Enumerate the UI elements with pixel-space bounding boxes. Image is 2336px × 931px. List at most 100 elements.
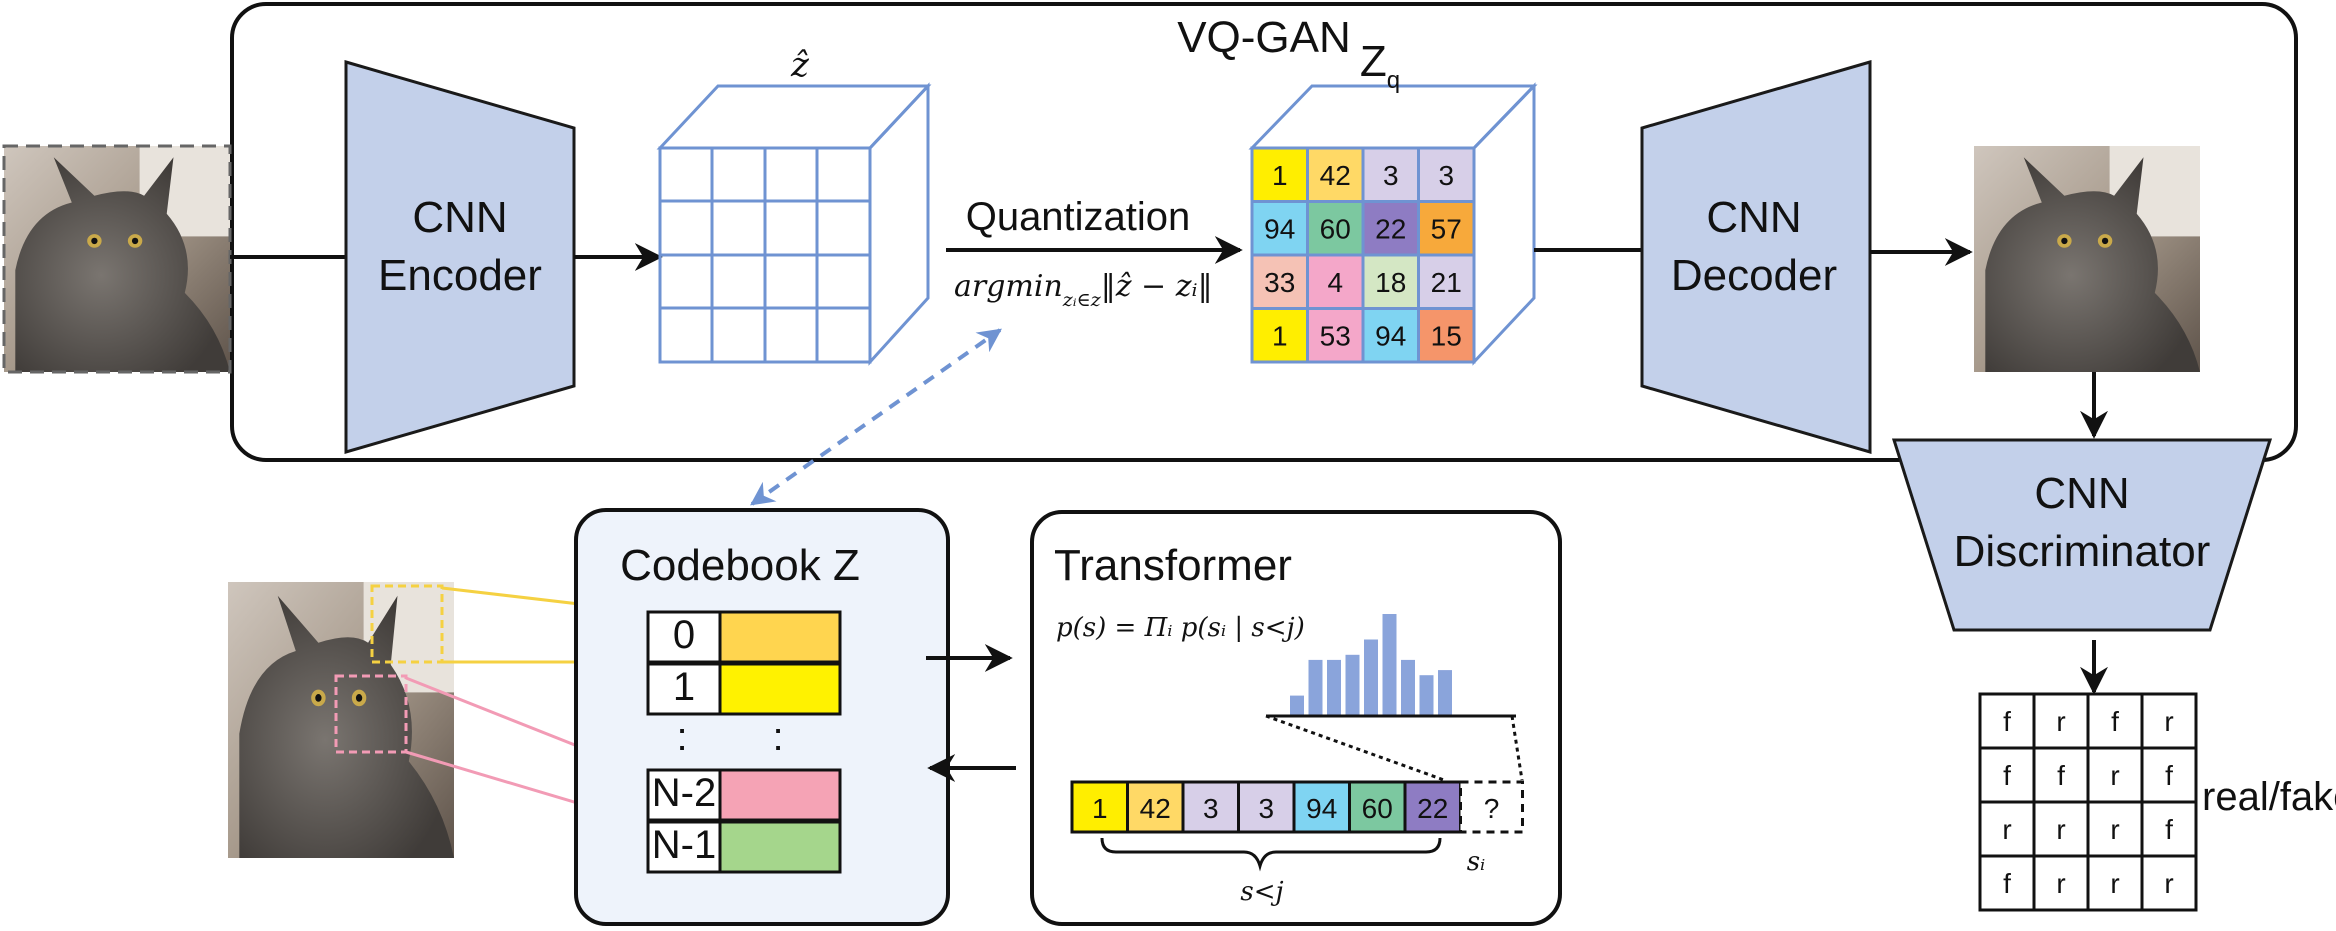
real-fake-cell-value: f — [2003, 706, 2011, 737]
zhat-cube — [656, 82, 932, 366]
zq-cell-value: 94 — [1264, 213, 1295, 244]
zq-cell-value: 53 — [1320, 320, 1351, 351]
real-fake-cell-value: r — [2002, 814, 2011, 845]
discriminator-label-2: Discriminator — [1954, 527, 2211, 576]
codebook-index: N-1 — [652, 823, 716, 867]
yellow-patch — [370, 584, 444, 664]
transformer-formula: p(s) = Πᵢ p(sᵢ | s<j) — [1056, 613, 1305, 643]
unknown-token-label: ? — [1484, 793, 1500, 824]
zq-cell-value: 21 — [1431, 267, 1462, 298]
real-fake-cell — [2086, 692, 2144, 750]
sequence-token — [1126, 780, 1185, 834]
real-fake-cell — [1978, 692, 2036, 750]
codebook-index: N-2 — [652, 771, 716, 815]
cnn-decoder: CNN Decoder — [1640, 60, 1872, 454]
decoder-label-2: Decoder — [1671, 251, 1837, 300]
input-image — [2, 144, 232, 374]
zhat-label: ẑ — [790, 45, 810, 85]
histogram-zoom-right — [1510, 715, 1524, 781]
zq-label: Zq — [1360, 37, 1400, 94]
vqgan-container — [230, 2, 2298, 462]
output-image — [1974, 146, 2200, 372]
zq-cell-value: 1 — [1272, 160, 1288, 191]
codebook-ellipsis-2: : — [772, 715, 783, 759]
zq-cell — [1361, 253, 1420, 310]
sequence-token — [1403, 780, 1462, 834]
cnn-encoder: CNN Encoder — [344, 60, 576, 454]
pink-patch — [334, 674, 408, 754]
unknown-token — [1459, 780, 1524, 834]
zq-cell-value: 3 — [1383, 160, 1399, 191]
codebook-vector — [718, 610, 842, 664]
real-fake-label: real/fake — [2202, 775, 2336, 819]
decoder-label-1: CNN — [1706, 193, 1801, 242]
real-fake-cell-value: r — [2056, 868, 2065, 899]
real-fake-cell-value: f — [2003, 868, 2011, 899]
zq-cell-value: 18 — [1375, 267, 1406, 298]
quantization-label: Quantization — [966, 195, 1191, 239]
histogram-bar — [1382, 614, 1397, 716]
transformer-title: Transformer — [1054, 541, 1292, 590]
sequence-token-value: 3 — [1258, 793, 1274, 824]
encoder-label-1: CNN — [412, 193, 507, 242]
codebook-title: Codebook Z — [620, 541, 860, 590]
histogram-bar — [1364, 639, 1378, 716]
zq-cell-value: 42 — [1320, 160, 1351, 191]
sequence-token-value: 3 — [1203, 793, 1219, 824]
sequence-token — [1292, 780, 1351, 834]
zq-cell — [1417, 146, 1476, 203]
real-fake-cell-value: f — [2165, 814, 2173, 845]
zq-cell-value: 94 — [1375, 320, 1406, 351]
discriminator-label-1: CNN — [2034, 469, 2129, 518]
histogram-bar — [1419, 675, 1434, 716]
vqgan-title: VQ-GAN — [1177, 13, 1351, 62]
zq-cell — [1417, 253, 1476, 310]
real-fake-cell-value: r — [2110, 814, 2119, 845]
codebook-index: 1 — [673, 665, 695, 709]
quantization-formula: argminzᵢ∈z‖ẑ − zᵢ‖ — [954, 269, 1213, 311]
codebook-index-cell — [646, 820, 722, 874]
histogram-bar — [1401, 659, 1415, 716]
histogram-bar — [1438, 670, 1452, 716]
codebook-vector — [718, 820, 842, 874]
zq-cell-value: 60 — [1320, 213, 1351, 244]
sequence-token-value: 94 — [1306, 793, 1337, 824]
zq-cell — [1361, 146, 1420, 203]
zq-cell-value: 4 — [1327, 267, 1343, 298]
real-fake-cell-value: r — [2110, 868, 2119, 899]
real-fake-cell-value: r — [2110, 760, 2119, 791]
real-fake-cell-value: r — [2056, 706, 2065, 737]
cnn-discriminator: CNN Discriminator — [1891, 438, 2273, 632]
histogram-bar — [1308, 659, 1323, 716]
codebook-quantization-link — [750, 328, 1002, 506]
real-fake-cell-value: r — [2164, 868, 2173, 899]
sequence-token-value: 1 — [1092, 793, 1108, 824]
codebook-rows: 0 1N-2N-1 — [646, 610, 842, 874]
codebook-vector — [718, 768, 842, 822]
histogram-bar — [1345, 654, 1360, 716]
s-lt-j-label: s<j — [1240, 877, 1283, 907]
histogram-bar — [1327, 659, 1341, 716]
real-fake-cell — [2032, 854, 2090, 912]
sequence-token — [1181, 780, 1240, 834]
zq-cell-value: 22 — [1375, 213, 1406, 244]
zq-cell-value: 57 — [1431, 213, 1462, 244]
real-fake-cell-value: f — [2003, 760, 2011, 791]
s-i-label: sᵢ — [1467, 847, 1486, 877]
sequence-token-value: 22 — [1417, 793, 1448, 824]
codebook-vector — [718, 662, 842, 716]
codebook-index: 0 — [673, 613, 695, 657]
probability-histogram — [1290, 614, 1452, 716]
histogram-bar — [1290, 695, 1304, 716]
real-fake-cell — [2086, 854, 2144, 912]
zq-cell-value: 3 — [1438, 160, 1454, 191]
real-fake-cell-value: f — [2165, 760, 2173, 791]
real-fake-cell — [2140, 800, 2198, 858]
sequence-token — [1070, 780, 1129, 834]
real-fake-cell-value: f — [2111, 706, 2119, 737]
real-fake-cell — [2086, 746, 2144, 804]
